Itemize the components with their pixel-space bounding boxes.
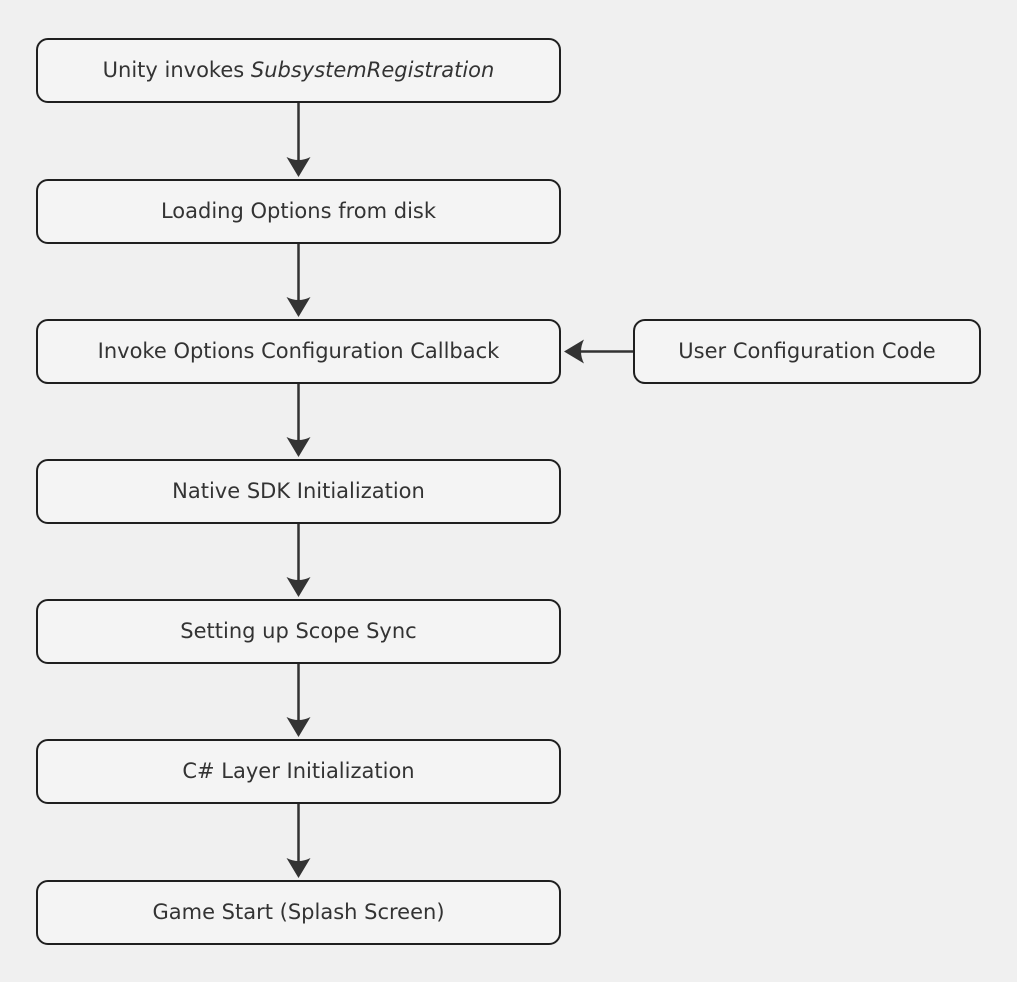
node-invoke-options-configuration-callback: Invoke Options Configuration Callback: [36, 319, 561, 384]
node-label-text: Unity invokes: [102, 57, 251, 82]
node-label: Setting up Scope Sync: [180, 618, 417, 643]
arrowhead-down-icon: [286, 297, 311, 317]
arrowhead-down-icon: [286, 157, 311, 177]
node-label: Loading Options from disk: [160, 198, 437, 223]
arrowhead-left-icon: [564, 339, 584, 364]
node-label: C# Layer Initialization: [182, 758, 415, 783]
node-label: Invoke Options Configuration Callback: [97, 338, 500, 363]
arrow-csharp-to-gamestart: [286, 804, 311, 878]
arrowhead-down-icon: [286, 717, 311, 737]
arrow-scopesync-to-csharp: [286, 664, 311, 737]
arrowhead-down-icon: [286, 858, 311, 878]
node-loading-options-from-disk: Loading Options from disk: [36, 179, 561, 244]
arrowhead-down-icon: [286, 577, 311, 597]
node-label-italic: SubsystemRegistration: [250, 57, 495, 82]
node-label: Game Start (Splash Screen): [152, 899, 445, 924]
arrow-subsystem-to-loading: [286, 103, 311, 177]
node-setting-up-scope-sync: Setting up Scope Sync: [36, 599, 561, 664]
node-label: Unity invokes SubsystemRegistration: [103, 58, 495, 83]
node-label: User Configuration Code: [678, 338, 936, 363]
arrow-loading-to-callback: [286, 244, 311, 317]
arrow-native-to-scopesync: [286, 524, 311, 597]
arrowhead-down-icon: [286, 437, 311, 457]
node-unity-invokes-subsystem-registration: Unity invokes SubsystemRegistration: [36, 38, 561, 103]
node-native-sdk-initialization: Native SDK Initialization: [36, 459, 561, 524]
arrow-userconfig-to-callback: [564, 339, 633, 364]
arrow-callback-to-native: [286, 384, 311, 457]
node-user-configuration-code: User Configuration Code: [633, 319, 981, 384]
node-csharp-layer-initialization: C# Layer Initialization: [36, 739, 561, 804]
node-game-start-splash-screen: Game Start (Splash Screen): [36, 880, 561, 945]
node-label: Native SDK Initialization: [172, 478, 425, 503]
